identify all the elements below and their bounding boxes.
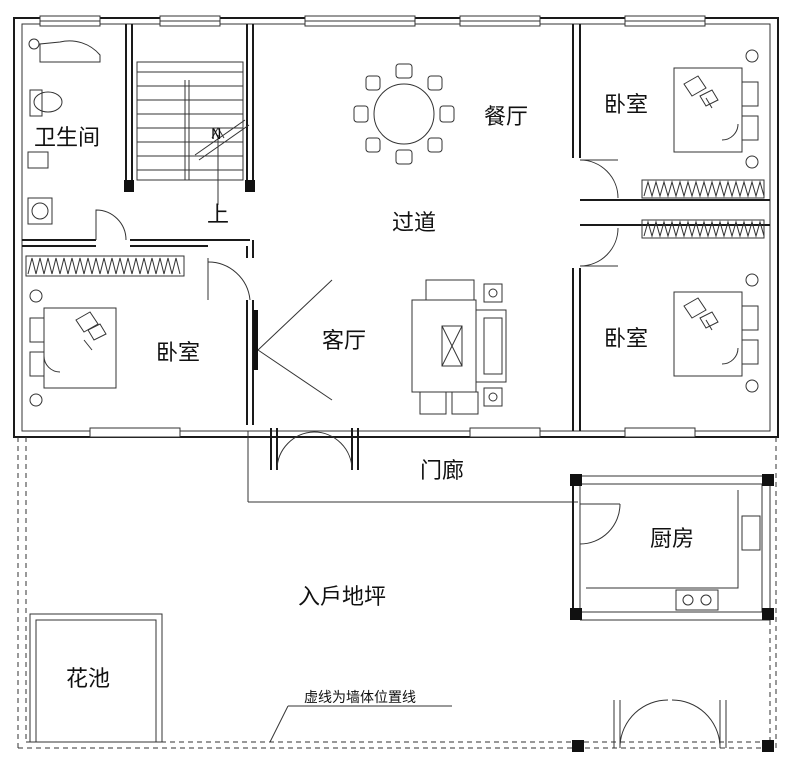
living-room-furniture (253, 279, 507, 415)
top-windows (39, 15, 706, 27)
svg-text:N: N (211, 127, 221, 143)
wardrobe-hangers (27, 257, 181, 275)
wardrobe-hangers (643, 220, 765, 238)
note-leader (269, 705, 452, 743)
flower-bed-label: 花池 (66, 667, 110, 692)
bathroom-label: 卫生间 (34, 126, 100, 151)
dining-table (353, 63, 455, 165)
entry-yard-label: 入戶地坪 (298, 585, 386, 610)
stairs-up-label: 上 (207, 203, 229, 228)
wardrobe-hangers (643, 180, 765, 198)
kitchen-walls (570, 474, 774, 621)
bedroom-se-label: 卧室 (604, 327, 648, 352)
bedroom-w-label: 卧室 (156, 341, 200, 366)
bedroom-w-furniture (25, 255, 185, 407)
doors (95, 159, 619, 301)
porch-walls (247, 428, 578, 503)
kitchen-label: 厨房 (650, 527, 694, 552)
bedroom-se-furniture (641, 219, 765, 393)
staircase: N (136, 61, 250, 205)
porch-label: 门廊 (420, 459, 464, 484)
bedroom-ne-furniture (641, 49, 765, 199)
wall-note: 虚线为墙体位置线 (304, 690, 416, 706)
bathroom-fixtures (27, 38, 101, 225)
living-label: 客厅 (322, 329, 366, 354)
corridor-label: 过道 (392, 211, 436, 236)
dining-label: 餐厅 (484, 105, 528, 130)
flower-bed (29, 613, 163, 743)
yard-outline (17, 437, 777, 752)
bedroom-ne-label: 卧室 (604, 93, 648, 118)
bottom-windows (89, 427, 696, 438)
